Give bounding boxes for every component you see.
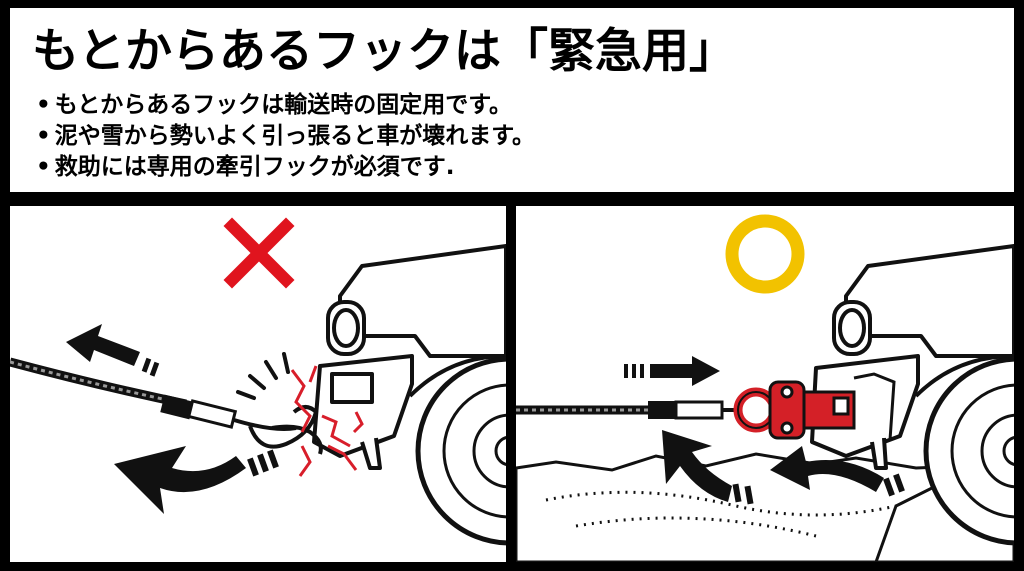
circle-mark-icon: [725, 214, 805, 294]
wheel-illustration: [415, 356, 506, 546]
impact-lines-icon: [236, 352, 290, 400]
bullet-item: もとからあるフックは輸送時の固定用です。: [36, 90, 535, 121]
damage-crack-icon: [290, 365, 364, 477]
correct-usage-panel: [516, 206, 1014, 562]
bullet-item: 救助には専用の牽引フックが必須です.: [36, 152, 535, 183]
recovery-shackle-icon: [733, 372, 896, 441]
extraction-arrow-icon: [662, 430, 905, 505]
bullet-list: もとからあるフックは輸送時の固定用です。 泥や雪から勢いよく引っ張ると車が壊れま…: [36, 90, 535, 183]
header-panel: もとからあるフックは「緊急用」 もとからあるフックは輸送時の固定用です。 泥や雪…: [10, 8, 1014, 192]
wheel-illustration: [923, 356, 1014, 546]
wrong-usage-panel: [10, 206, 506, 562]
pull-arrow-icon: [66, 324, 160, 377]
tow-rope: [516, 400, 742, 420]
bullet-item: 泥や雪から勢いよく引っ張ると車が壊れます。: [36, 121, 535, 152]
cross-mark-icon: [223, 217, 295, 289]
swing-arrow-icon: [114, 446, 279, 514]
pull-direction-arrow-icon: [624, 356, 720, 386]
page-title: もとからあるフックは「緊急用」: [32, 24, 737, 79]
tow-rope: [10, 357, 323, 455]
